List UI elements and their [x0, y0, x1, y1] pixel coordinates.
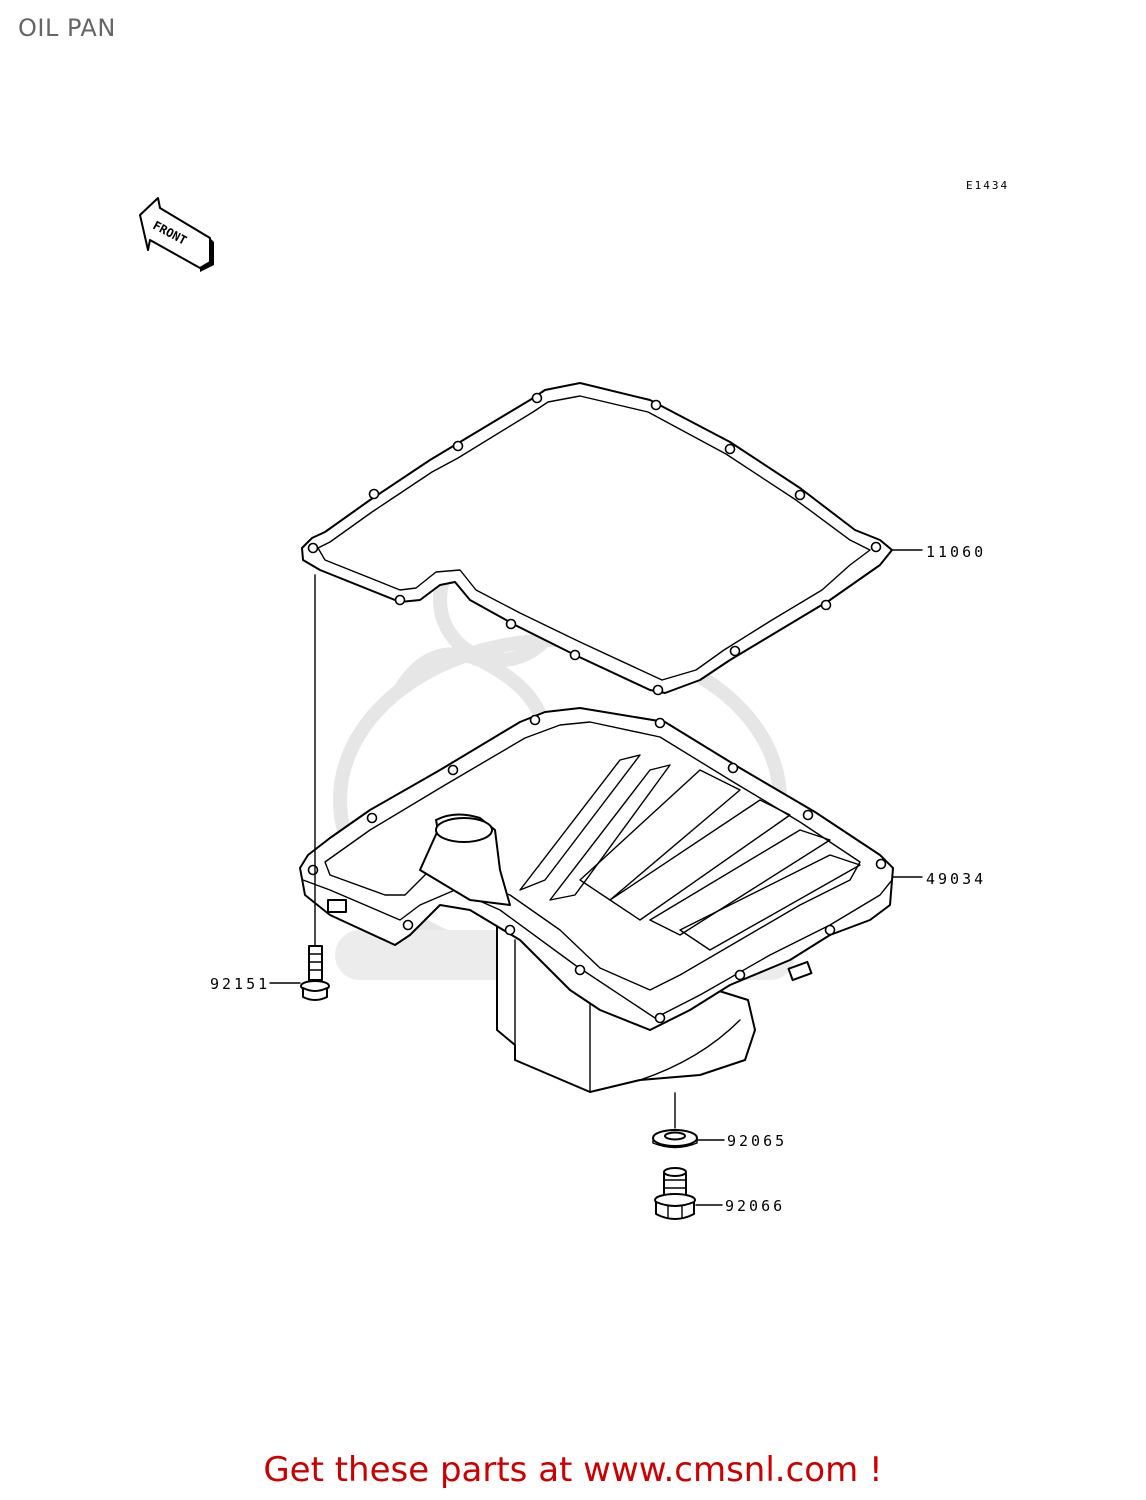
bolt-92151 — [300, 945, 330, 1001]
oil-pan-gasket — [301, 382, 893, 696]
parts-diagram: FRONT E1434 11060 — [139, 179, 1009, 1220]
part-number-11060: 11060 — [926, 543, 986, 561]
front-arrow-icon: FRONT — [139, 197, 214, 272]
washer-92065 — [652, 1129, 698, 1149]
part-number-92065: 92065 — [727, 1132, 787, 1150]
oil-pan — [299, 707, 894, 1093]
part-number-92066: 92066 — [725, 1197, 785, 1215]
figure-code: E1434 — [966, 179, 1009, 192]
footer-cta-link[interactable]: Get these parts at www.cmsnl.com ! — [263, 1450, 883, 1490]
part-number-92151: 92151 — [210, 975, 270, 993]
drain-bolt-92066 — [654, 1167, 696, 1220]
part-number-49034: 49034 — [926, 870, 986, 888]
page-title: OIL PAN — [18, 14, 116, 42]
